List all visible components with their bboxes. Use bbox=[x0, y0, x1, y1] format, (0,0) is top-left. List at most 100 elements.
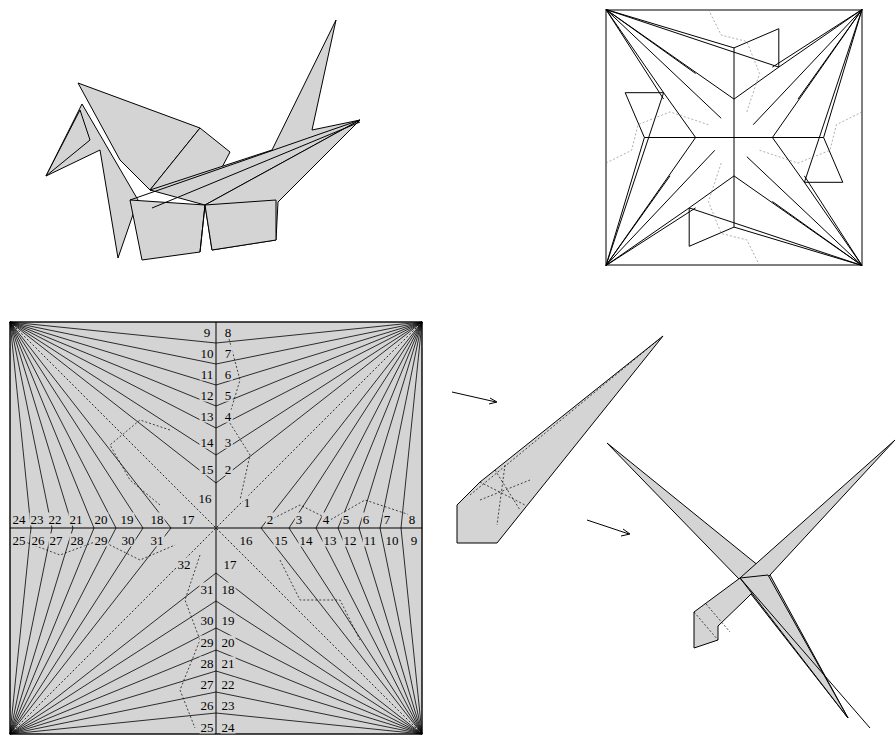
crease-line bbox=[753, 10, 862, 125]
crease-line bbox=[216, 322, 422, 385]
crease-line bbox=[10, 528, 31, 734]
callout-number: 30 bbox=[121, 534, 136, 547]
callout-number: 32 bbox=[177, 558, 192, 571]
callout-number: 28 bbox=[200, 657, 215, 670]
crease-pattern bbox=[606, 10, 862, 266]
callout-number: 22 bbox=[48, 513, 63, 526]
center-line bbox=[10, 528, 422, 529]
callout-number: 17 bbox=[223, 558, 238, 571]
callout-number: 21 bbox=[221, 657, 236, 670]
crease-line bbox=[401, 528, 422, 734]
crease-line bbox=[10, 322, 216, 455]
fold-hint bbox=[760, 112, 862, 163]
folded-flap bbox=[457, 336, 663, 543]
crease-line bbox=[216, 322, 422, 343]
crease-line bbox=[10, 322, 216, 343]
crease-line bbox=[10, 628, 216, 734]
crease-line bbox=[606, 138, 696, 266]
crease-line bbox=[289, 322, 422, 528]
crease-line bbox=[10, 528, 94, 734]
callout-number: 7 bbox=[383, 513, 392, 526]
crease-line bbox=[216, 601, 422, 734]
callout-number: 26 bbox=[31, 534, 46, 547]
callout-number: 5 bbox=[342, 513, 351, 526]
crease-line bbox=[422, 528, 423, 734]
crease-line bbox=[772, 138, 804, 183]
callout-number: 12 bbox=[343, 534, 358, 547]
crease-line bbox=[216, 628, 422, 734]
callout-number: 19 bbox=[120, 513, 135, 526]
crease-line bbox=[606, 208, 689, 266]
callout-number: 29 bbox=[94, 534, 109, 547]
crease-line bbox=[10, 713, 216, 734]
callout-number: 5 bbox=[224, 389, 233, 402]
crease-line bbox=[10, 322, 143, 528]
crease-line bbox=[689, 208, 862, 266]
callout-number: 20 bbox=[94, 513, 109, 526]
callout-number: 2 bbox=[224, 463, 233, 476]
callout-number: 13 bbox=[200, 410, 215, 423]
callout-number: 10 bbox=[385, 534, 400, 547]
crease-line bbox=[747, 157, 862, 266]
crease-line bbox=[734, 29, 779, 48]
crease-line bbox=[216, 734, 422, 735]
callout-number: 20 bbox=[221, 636, 236, 649]
crease-line bbox=[380, 322, 422, 528]
diagonal-line bbox=[10, 322, 422, 734]
crease-line bbox=[216, 322, 422, 455]
crease-line bbox=[10, 692, 216, 734]
callout-number: 3 bbox=[295, 513, 304, 526]
crease-line bbox=[734, 227, 862, 265]
crease-line bbox=[216, 692, 422, 734]
fold-hint bbox=[606, 112, 708, 163]
callout-number: 24 bbox=[221, 721, 236, 734]
crease-line bbox=[606, 10, 734, 48]
crease-line bbox=[216, 573, 422, 734]
crease-line bbox=[734, 137, 824, 138]
crease-line bbox=[316, 322, 422, 528]
callout-number: 10 bbox=[200, 347, 215, 360]
callout-number: 30 bbox=[200, 614, 215, 627]
crease-line bbox=[338, 528, 422, 734]
callout-number: 26 bbox=[200, 699, 215, 712]
crease-line bbox=[10, 528, 11, 734]
crease-line bbox=[216, 650, 422, 734]
fold-hint bbox=[280, 560, 360, 640]
crease-line bbox=[261, 528, 422, 734]
crease-line bbox=[824, 138, 843, 183]
crease-line bbox=[804, 182, 862, 265]
crease-line bbox=[606, 138, 644, 266]
crease-line bbox=[606, 150, 715, 265]
crease-line bbox=[216, 671, 422, 734]
crease-line bbox=[734, 138, 735, 228]
crease-line bbox=[606, 10, 734, 100]
fold-hint bbox=[708, 10, 759, 112]
crease-line bbox=[10, 322, 216, 428]
callout-number: 27 bbox=[49, 534, 64, 547]
step-arrow bbox=[452, 392, 630, 536]
crease-line bbox=[401, 322, 422, 528]
crease-line bbox=[10, 322, 73, 528]
callout-number: 22 bbox=[221, 678, 236, 691]
crease-line bbox=[359, 528, 422, 734]
crease-line bbox=[10, 601, 216, 734]
crease-line bbox=[216, 713, 422, 734]
callout-number: 6 bbox=[224, 368, 233, 381]
callout-number: 15 bbox=[274, 534, 289, 547]
crease-line bbox=[772, 10, 862, 68]
fold-hint bbox=[110, 420, 170, 505]
crease-line bbox=[606, 10, 779, 68]
callout-number: 16 bbox=[198, 492, 213, 505]
crease-line bbox=[606, 10, 696, 74]
callout-number: 27 bbox=[200, 678, 215, 691]
crease-line bbox=[689, 176, 734, 208]
callout-number: 31 bbox=[200, 583, 215, 596]
crane bbox=[46, 20, 360, 260]
crease-line bbox=[10, 322, 216, 364]
callout-number: 14 bbox=[299, 534, 314, 547]
crease-line bbox=[664, 93, 696, 138]
crease-line bbox=[772, 10, 862, 138]
crease-line bbox=[625, 93, 644, 138]
callout-number: 9 bbox=[203, 326, 212, 339]
crease-line bbox=[10, 573, 216, 734]
